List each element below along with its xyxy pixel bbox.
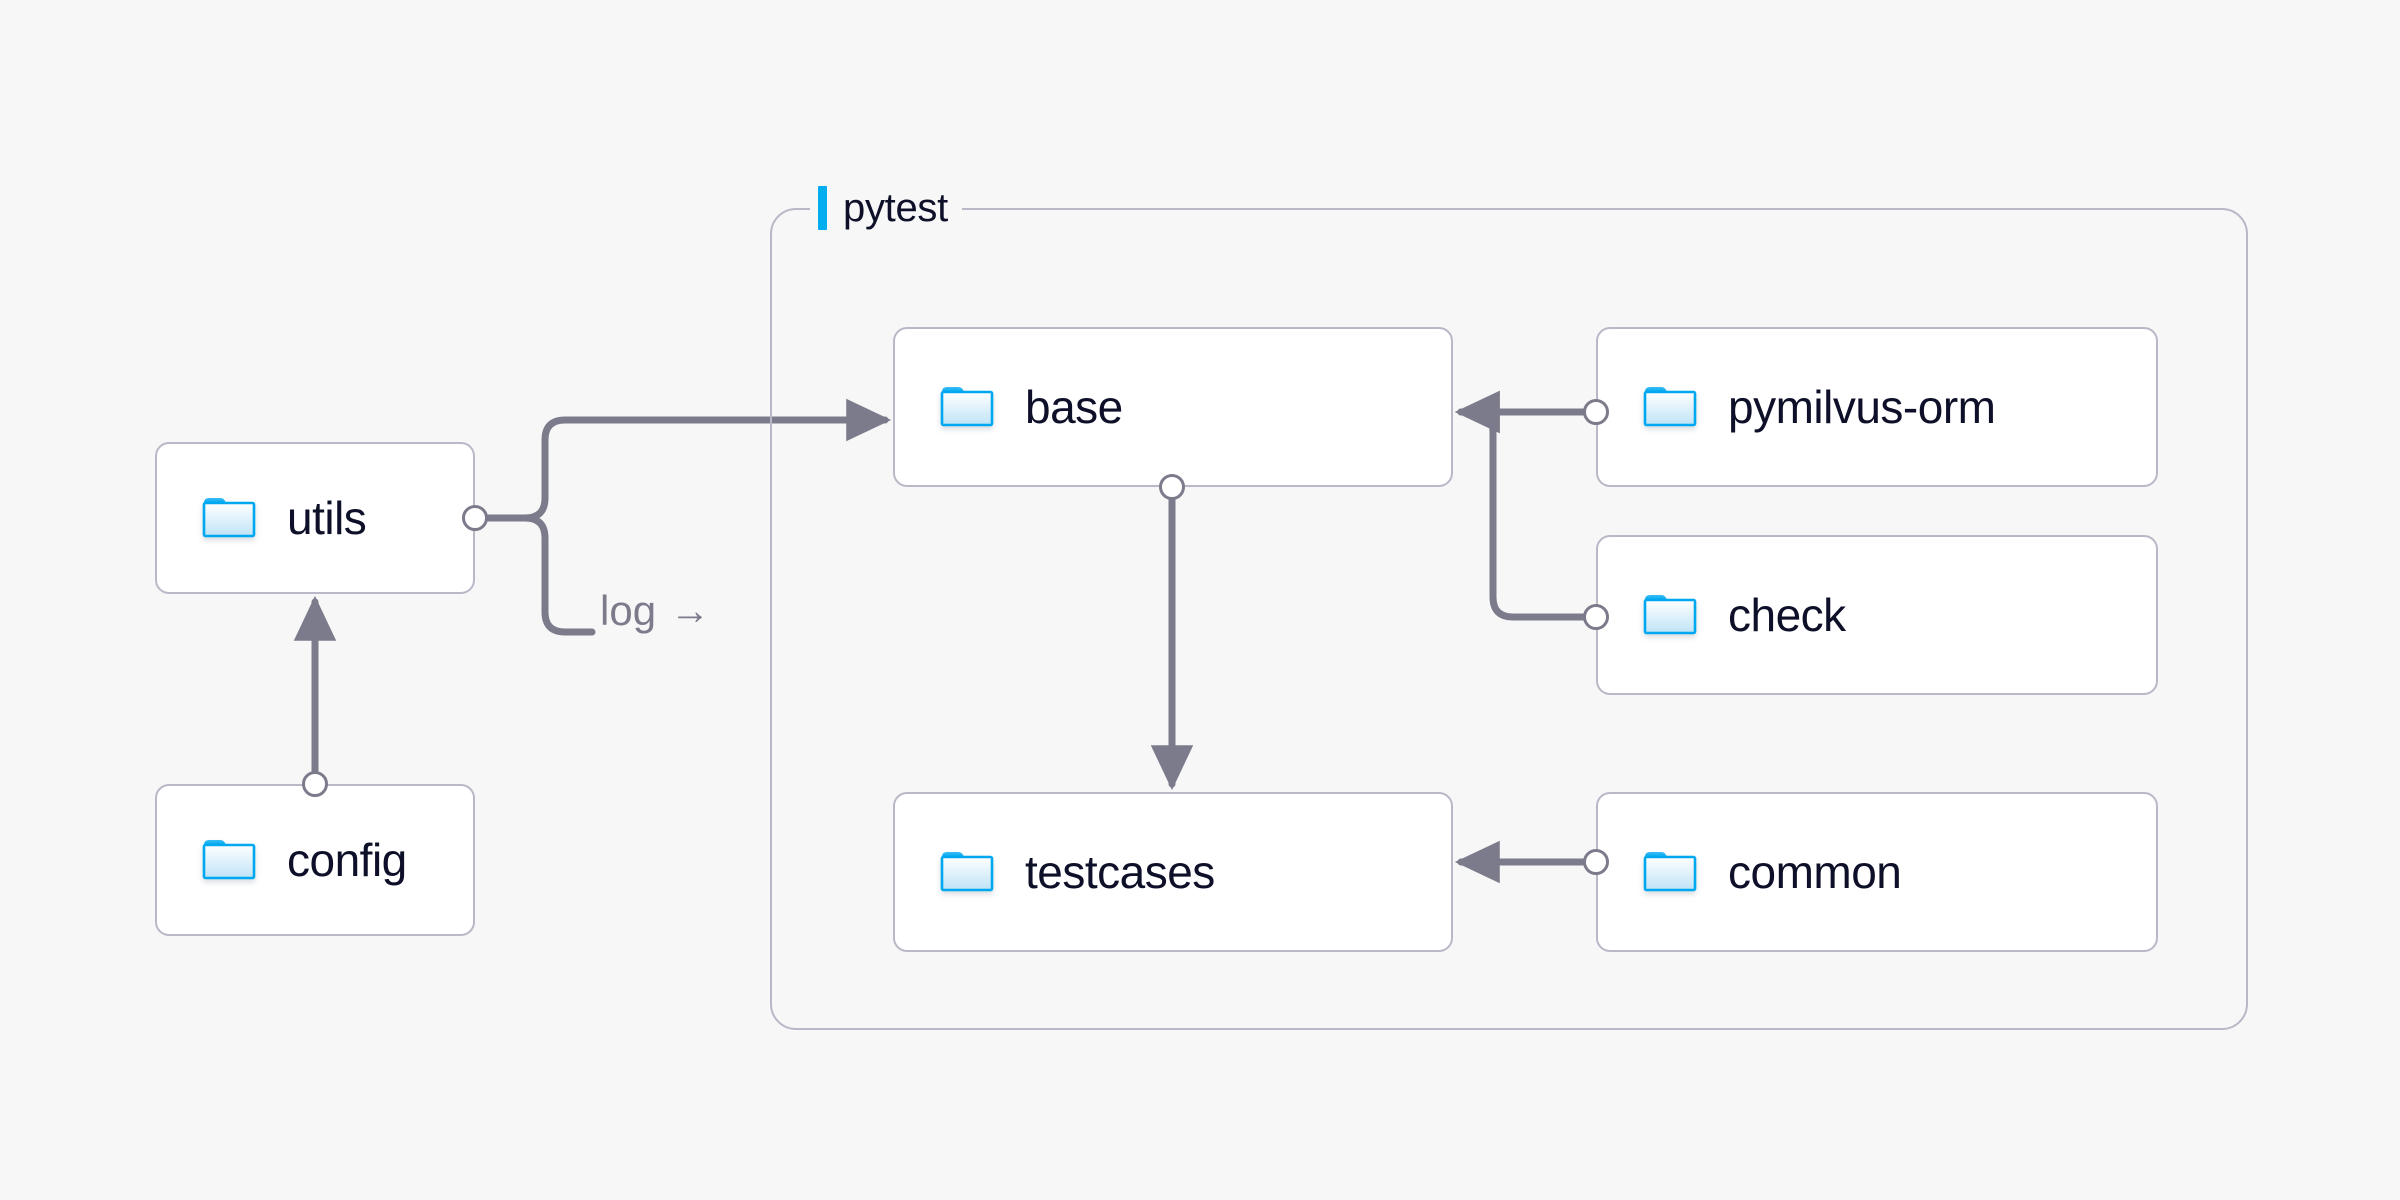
folder-icon — [202, 498, 256, 538]
node-base[interactable]: base — [893, 327, 1453, 487]
arrow-right-icon: → — [670, 589, 711, 633]
node-label: utils — [287, 492, 367, 544]
folder-icon — [940, 387, 994, 427]
folder-icon — [1643, 387, 1697, 427]
log-edge-label-text: log — [600, 587, 657, 634]
utils-right-port[interactable] — [462, 505, 488, 531]
node-label: testcases — [1025, 846, 1215, 898]
base-bottom-port[interactable] — [1159, 474, 1185, 500]
log-edge-label: log → — [600, 590, 710, 632]
common-left-port[interactable] — [1583, 849, 1609, 875]
folder-icon — [202, 840, 256, 880]
node-utils[interactable]: utils — [155, 442, 475, 594]
group-title-label: pytest — [843, 186, 948, 230]
folder-icon — [1643, 595, 1697, 635]
node-common[interactable]: common — [1596, 792, 2158, 952]
pymilvus-orm-left-port[interactable] — [1583, 399, 1609, 425]
node-label: check — [1728, 589, 1846, 641]
node-label: config — [287, 834, 407, 886]
node-testcases[interactable]: testcases — [893, 792, 1453, 952]
config-top-port[interactable] — [302, 771, 328, 797]
node-config[interactable]: config — [155, 784, 475, 936]
folder-icon — [940, 852, 994, 892]
edge-utils-to-log — [484, 514, 596, 636]
check-left-port[interactable] — [1583, 604, 1609, 630]
pytest-group-title: pytest — [810, 186, 962, 230]
node-check[interactable]: check — [1596, 535, 2158, 695]
node-label: pymilvus-orm — [1728, 381, 1996, 433]
node-pymilvus-orm[interactable]: pymilvus-orm — [1596, 327, 2158, 487]
node-label: common — [1728, 846, 1902, 898]
node-label: base — [1025, 381, 1123, 433]
pytest-group-container[interactable] — [770, 208, 2248, 1030]
folder-icon — [1643, 852, 1697, 892]
group-accent-bar — [818, 186, 827, 230]
